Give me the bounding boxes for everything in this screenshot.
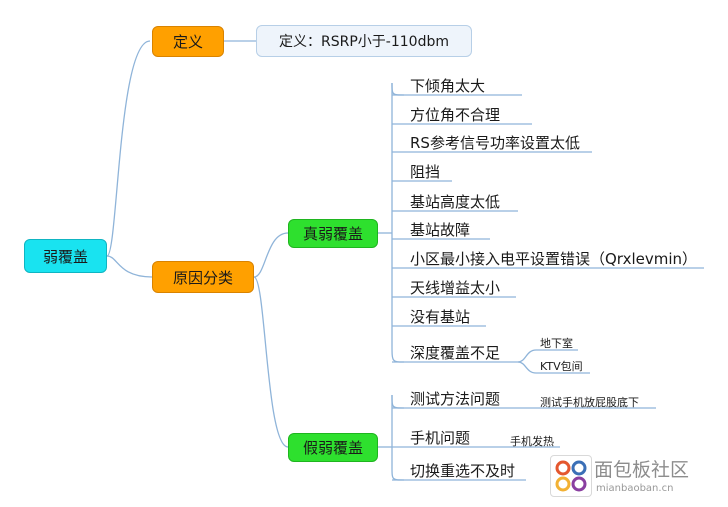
false-item: 测试方法问题 <box>410 390 501 408</box>
watermark-url: mianbaoban.cn <box>596 483 674 494</box>
definition-node: 定义 <box>152 26 224 57</box>
false-weak-node: 假弱覆盖 <box>288 433 378 462</box>
false-item: 切换重选不及时 <box>410 462 516 480</box>
depth-sub-ktv: KTV包间 <box>540 360 583 373</box>
definition-detail-node: 定义：RSRP小于-110dbm <box>256 25 472 57</box>
true-item: 基站高度太低 <box>410 193 501 211</box>
true-item: 基站故障 <box>410 221 471 239</box>
true-item: 小区最小接入电平设置错误（Qrxlevmin） <box>410 250 698 268</box>
true-item: 没有基站 <box>410 308 471 326</box>
false-note-test: 测试手机放屁股底下 <box>540 396 639 409</box>
watermark-logo-icon <box>550 455 592 497</box>
true-item: 下倾角太大 <box>410 77 486 95</box>
link-causes-true <box>253 232 289 278</box>
link-depth-ktv <box>517 361 590 374</box>
watermark: 面包板社区 mianbaoban.cn <box>550 455 720 501</box>
true-item: 天线增益太小 <box>410 279 501 297</box>
false-item: 手机问题 <box>410 429 471 447</box>
depth-sub-basement: 地下室 <box>540 337 573 350</box>
watermark-title: 面包板社区 <box>594 459 690 481</box>
link-root-definition <box>106 40 151 257</box>
link-depth-basement <box>517 349 578 363</box>
causes-node: 原因分类 <box>152 261 254 293</box>
link-root-causes <box>106 255 153 278</box>
true-item: 方位角不合理 <box>410 106 501 124</box>
true-item: 深度覆盖不足 <box>410 344 501 362</box>
false-note-phone: 手机发热 <box>510 435 554 448</box>
link-causes-false <box>253 276 289 448</box>
true-weak-node: 真弱覆盖 <box>288 219 378 248</box>
root-node: 弱覆盖 <box>24 239 107 273</box>
true-item: 阻挡 <box>410 163 441 181</box>
true-item: RS参考信号功率设置太低 <box>410 134 580 152</box>
